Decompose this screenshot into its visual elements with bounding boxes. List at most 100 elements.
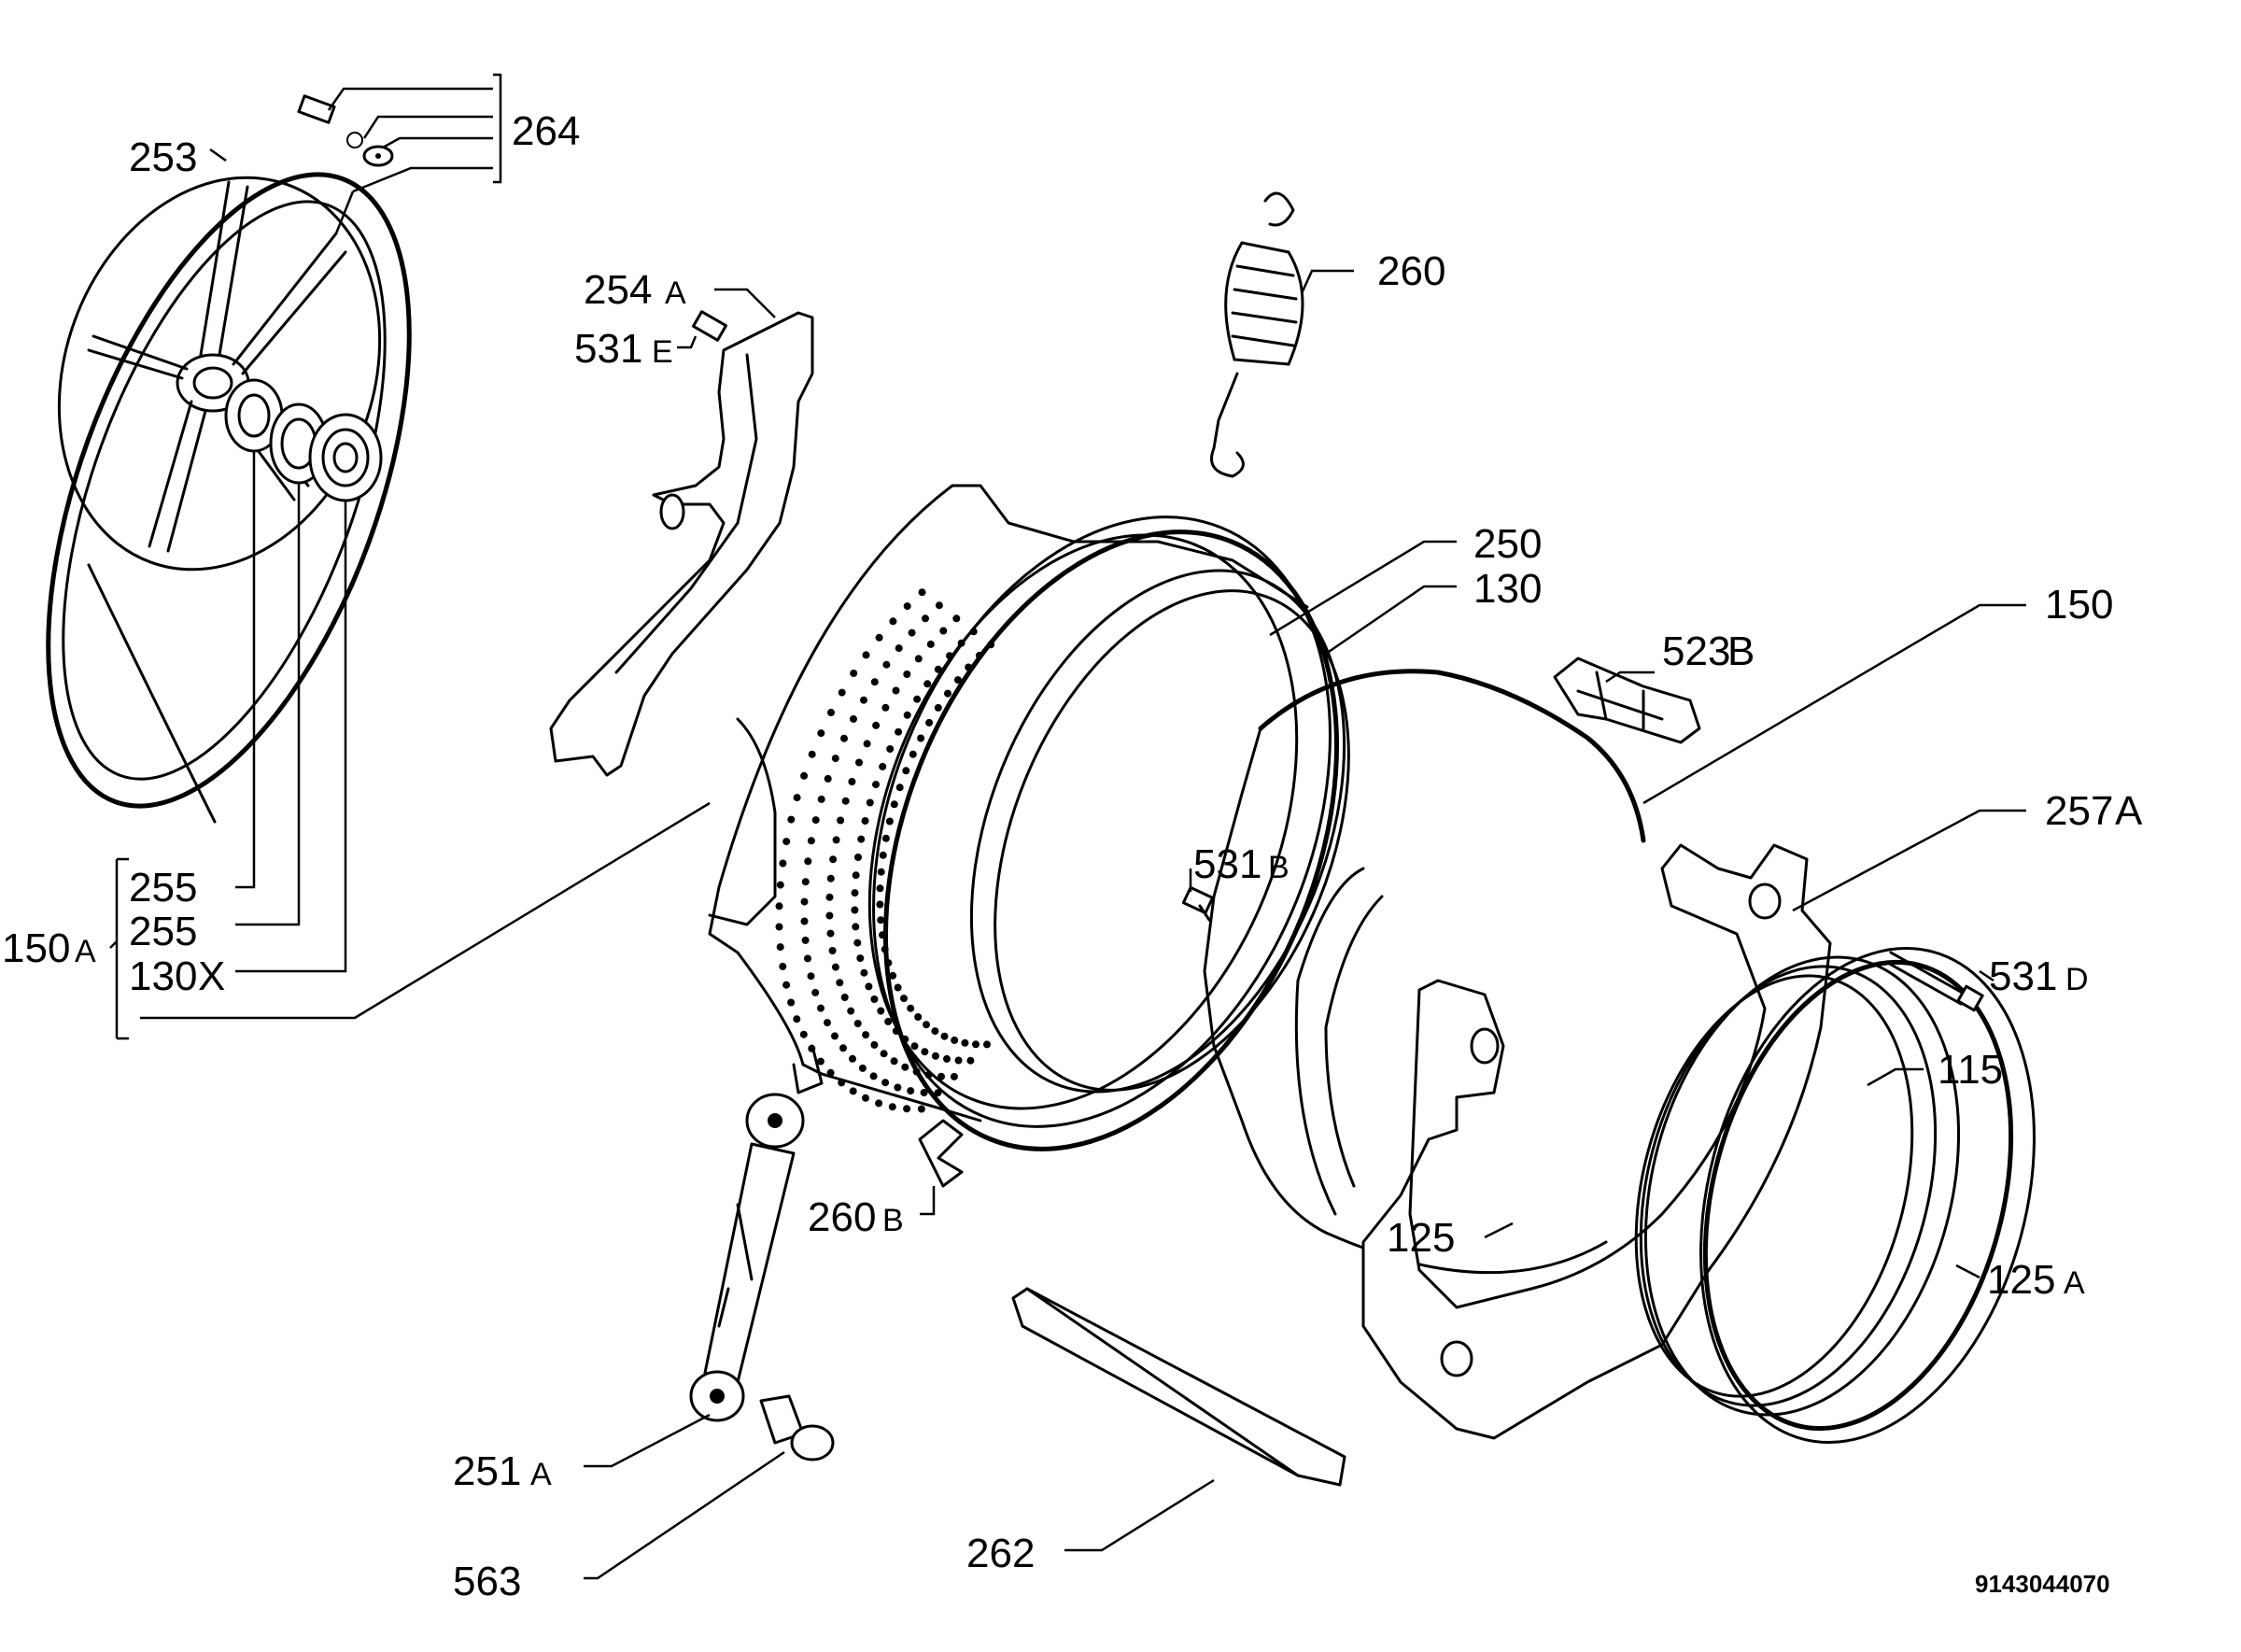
svg-text:A: A xyxy=(665,275,686,311)
perforation-dot xyxy=(817,1004,825,1012)
label-150: 150 xyxy=(2045,582,2113,628)
perforation-dot xyxy=(946,652,953,660)
perforation-dot xyxy=(779,962,787,970)
perforation-dot xyxy=(825,893,834,901)
perforation-dot xyxy=(831,1032,839,1040)
perforation-dot xyxy=(857,835,866,843)
perforation-dot xyxy=(872,781,880,789)
perforation-dot xyxy=(851,889,859,897)
perforation-dot xyxy=(903,671,911,678)
perforation-dot xyxy=(880,1050,888,1058)
perforation-dot xyxy=(858,1064,867,1072)
perforation-dot xyxy=(922,614,929,623)
perforation-dot xyxy=(931,1052,939,1060)
perforation-dot xyxy=(923,680,932,688)
perforation-dot xyxy=(855,758,863,767)
perforation-dot xyxy=(826,929,835,938)
perforation-dot xyxy=(808,750,816,758)
perforation-dot xyxy=(827,709,835,716)
perforation-dot xyxy=(901,1063,909,1071)
perforation-dot xyxy=(921,1048,929,1056)
perforation-dot xyxy=(838,688,846,697)
perforation-dot xyxy=(937,1072,945,1080)
perforation-dot xyxy=(889,971,897,980)
perforation-dot xyxy=(817,795,825,803)
perforation-dot xyxy=(831,963,839,971)
perforation-dot xyxy=(966,1056,975,1065)
svg-text:260: 260 xyxy=(1377,248,1445,294)
perforation-dot xyxy=(934,1089,942,1097)
perforation-dot xyxy=(782,981,791,989)
perforation-dot xyxy=(884,1017,893,1025)
perforation-dot xyxy=(879,851,887,859)
perforation-dot xyxy=(957,639,965,647)
perforation-dot xyxy=(924,1071,933,1079)
clip-523b xyxy=(1553,657,1701,744)
perforation-dot xyxy=(799,1030,808,1038)
perforation-dot xyxy=(926,640,935,648)
perforation-dot xyxy=(934,665,942,673)
perforation-dot xyxy=(903,711,911,719)
perforation-dot xyxy=(807,837,815,845)
perforation-dot xyxy=(861,817,869,825)
perforation-dot xyxy=(885,817,894,826)
svg-text:262: 262 xyxy=(966,1531,1035,1576)
perforation-dot xyxy=(877,868,885,876)
perforation-dot xyxy=(890,1057,898,1066)
perforation-dot xyxy=(850,714,857,723)
perforation-dot xyxy=(801,936,810,944)
perforation-dot xyxy=(870,995,879,1003)
svg-text:B: B xyxy=(1727,628,1755,674)
svg-text:X: X xyxy=(198,953,225,999)
screw-set-264 xyxy=(297,73,502,234)
perforation-dot xyxy=(860,696,867,704)
perforation-dot xyxy=(848,778,856,785)
perforation-dot xyxy=(886,745,895,753)
svg-text:150: 150 xyxy=(2045,582,2113,628)
label-125: 125 xyxy=(1387,1215,1455,1261)
perforation-dot xyxy=(852,871,860,880)
perforation-dot xyxy=(909,750,917,758)
perforation-dot xyxy=(800,917,809,925)
perforation-dot xyxy=(902,767,910,775)
perforation-dot xyxy=(879,762,887,770)
perforation-dot xyxy=(782,838,791,846)
perforation-dot xyxy=(872,721,881,729)
label-250: 250 xyxy=(1473,521,1542,567)
perforation-dot xyxy=(866,798,874,807)
seal-ring-130 xyxy=(883,529,1350,1151)
perforation-dot xyxy=(983,1040,991,1049)
perforation-dot xyxy=(935,601,943,610)
perforation-dot xyxy=(854,854,862,861)
perforation-dot xyxy=(875,633,883,642)
svg-text:9143044070: 9143044070 xyxy=(1975,1570,2110,1598)
perforation-dot xyxy=(870,1040,879,1049)
perforation-dot xyxy=(951,1036,959,1044)
perforation-dot xyxy=(870,678,879,686)
svg-text:563: 563 xyxy=(453,1559,521,1604)
perforation-dot xyxy=(931,1027,939,1036)
perforation-dot xyxy=(787,998,796,1007)
perforation-dot xyxy=(829,855,838,864)
perforation-dot xyxy=(877,916,885,925)
perforation-dot xyxy=(894,983,902,992)
perforation-dot xyxy=(895,644,903,653)
perforation-dot xyxy=(826,874,835,882)
label-563: 563 xyxy=(453,1559,521,1604)
perforation-dot xyxy=(831,755,839,763)
perforation-dot xyxy=(862,1094,869,1102)
perforation-dot xyxy=(969,628,978,636)
svg-text:260: 260 xyxy=(808,1194,876,1240)
svg-text:130: 130 xyxy=(129,953,197,999)
svg-text:531: 531 xyxy=(1989,953,2057,999)
perforation-dot xyxy=(832,836,840,844)
perforation-dot xyxy=(839,1044,847,1052)
perforation-dot xyxy=(860,968,868,977)
perforation-dot xyxy=(808,1044,816,1052)
perforation-dot xyxy=(918,588,926,597)
perforation-dot xyxy=(824,1019,831,1027)
perforation-dot xyxy=(787,815,796,824)
